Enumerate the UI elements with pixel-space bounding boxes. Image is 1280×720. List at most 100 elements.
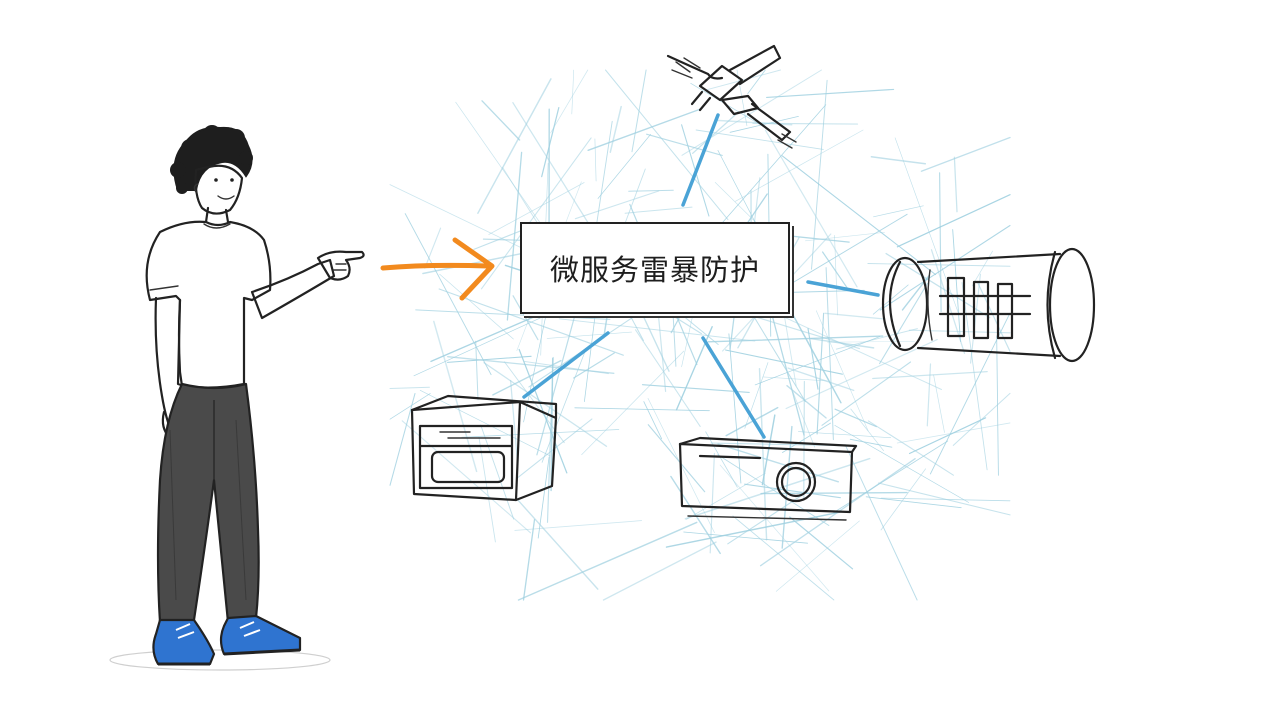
- mesh-line: [933, 374, 945, 433]
- mesh-line: [707, 335, 884, 343]
- mesh-line: [865, 496, 962, 509]
- mesh-line: [480, 137, 592, 290]
- mesh-line: [475, 340, 479, 401]
- connection-spokes: [522, 113, 880, 439]
- mesh-line: [516, 499, 599, 590]
- mesh-line: [761, 414, 776, 486]
- mesh-line: [517, 521, 698, 601]
- mesh-line: [834, 234, 838, 316]
- mesh-line: [827, 341, 915, 343]
- mesh-line: [597, 134, 651, 199]
- mesh-line: [512, 102, 601, 243]
- mesh-line: [473, 227, 529, 250]
- mesh-line: [706, 69, 781, 91]
- mesh-line: [641, 384, 750, 393]
- mesh-line: [816, 312, 825, 435]
- mesh-line: [929, 312, 1011, 475]
- mesh-line: [908, 329, 1011, 334]
- mesh-line: [686, 472, 766, 520]
- mesh-line: [758, 367, 768, 541]
- mesh-line: [805, 231, 885, 242]
- mesh-line: [506, 151, 523, 321]
- mesh-line: [574, 407, 710, 412]
- mesh-line: [439, 273, 514, 340]
- mesh-line: [920, 136, 1011, 172]
- mesh-line: [430, 308, 553, 363]
- mesh-line: [732, 515, 835, 601]
- arrow-right-icon: [380, 237, 495, 301]
- mesh-line: [571, 69, 575, 115]
- mesh-line: [727, 494, 803, 545]
- person-pointing: [109, 125, 365, 671]
- mesh-line: [480, 424, 515, 520]
- mesh-line: [478, 436, 496, 543]
- mesh-line: [681, 69, 822, 156]
- mesh-line: [833, 440, 949, 513]
- mesh-line: [867, 263, 1011, 267]
- mesh-line: [811, 79, 828, 270]
- mesh-line: [787, 367, 855, 392]
- mesh-line: [785, 339, 938, 410]
- mesh-line: [461, 429, 620, 438]
- mesh-line: [587, 108, 702, 151]
- mesh-line: [786, 385, 827, 419]
- mesh-line: [524, 360, 609, 375]
- mesh-line: [996, 335, 999, 476]
- mesh-line: [628, 189, 674, 192]
- mesh-line: [896, 194, 1011, 248]
- mesh-line: [821, 361, 912, 426]
- mesh-line: [645, 133, 723, 157]
- mesh-line: [762, 376, 828, 382]
- mesh-line: [714, 104, 827, 233]
- mesh-line: [834, 408, 877, 428]
- mesh-line: [885, 252, 991, 319]
- mesh-line: [849, 438, 893, 448]
- mesh-line: [609, 105, 622, 153]
- mesh-line: [970, 273, 981, 364]
- mesh-line: [413, 309, 558, 377]
- mesh-line: [509, 379, 519, 464]
- mesh-line: [821, 251, 849, 289]
- mesh-line: [581, 350, 685, 456]
- mesh-line: [647, 424, 706, 493]
- mesh-line: [537, 456, 550, 539]
- mesh-line: [729, 115, 799, 133]
- mesh-line: [953, 156, 958, 213]
- mesh-line: [880, 497, 1011, 502]
- mesh-line: [604, 69, 729, 221]
- mesh-line: [573, 352, 615, 379]
- mesh-line: [541, 106, 560, 178]
- mesh-line: [692, 111, 740, 154]
- mesh-line: [415, 309, 611, 320]
- mesh-line: [835, 328, 918, 350]
- mesh-line: [522, 519, 536, 601]
- mesh-line: [550, 357, 554, 492]
- mesh-line: [873, 205, 924, 218]
- mesh-line: [512, 295, 539, 341]
- mesh-line: [389, 392, 416, 486]
- mesh-line: [574, 190, 660, 220]
- mesh-line: [672, 316, 677, 367]
- mesh-line: [792, 391, 816, 448]
- mesh-line: [844, 444, 918, 601]
- mesh-line: [834, 425, 970, 503]
- mesh-line: [766, 296, 805, 436]
- spoke-bottom: [701, 336, 766, 439]
- mesh-line: [446, 355, 532, 363]
- mesh-line: [877, 482, 1011, 516]
- mesh-line: [643, 401, 663, 440]
- central-node-box: 微服务雷暴防护: [520, 222, 790, 314]
- mesh-line: [744, 362, 769, 429]
- mesh-line: [760, 491, 908, 495]
- server-cabinet-icon: [410, 394, 558, 502]
- spoke-top: [681, 113, 720, 207]
- mesh-line: [867, 420, 954, 476]
- mesh-line: [477, 78, 552, 214]
- mesh-line: [880, 468, 926, 531]
- mesh-line: [514, 520, 643, 531]
- mesh-line: [719, 464, 830, 592]
- mesh-line: [850, 408, 884, 452]
- mesh-line: [735, 129, 864, 202]
- cylinder-device-icon: [881, 247, 1096, 363]
